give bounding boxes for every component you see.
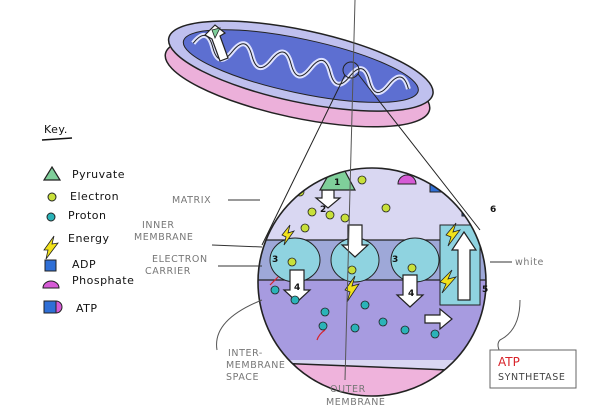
label-outer-membrane-1: OUTER <box>330 384 366 395</box>
label-electron-carrier-1: ELECTRON <box>152 254 208 265</box>
zoom-view <box>258 168 486 396</box>
energy-icon <box>43 235 59 260</box>
electrons <box>287 175 417 275</box>
label-inner-membrane-1: INNER <box>142 220 175 231</box>
step-3b: 3 <box>392 255 398 265</box>
label-atp: ATP <box>498 355 520 369</box>
label-inner-membrane-2: MEMBRANE <box>134 232 194 243</box>
label-matrix: MATRIX <box>172 195 211 206</box>
step-1: 1 <box>334 178 340 188</box>
label-intermembrane-2: MEMBRANE <box>226 360 286 371</box>
key-label-proton: Proton <box>68 209 106 222</box>
key-label-atp: ATP <box>76 302 98 315</box>
step-2: 2 <box>320 205 326 215</box>
atp-icon <box>43 300 63 314</box>
step-3: 3 <box>272 255 278 265</box>
pyruvate-icon <box>42 165 62 181</box>
protons <box>270 285 440 339</box>
electron-carriers <box>269 237 440 283</box>
label-intermembrane-1: INTER- <box>228 348 263 359</box>
key-title: Key. <box>44 123 68 136</box>
atp-synthetase-label: ATP SYNTHETASE <box>489 349 577 389</box>
phosphate-icon <box>42 280 60 289</box>
flow-arrows <box>282 189 478 331</box>
label-synthetase: SYNTHETASE <box>498 372 566 383</box>
key-label-electron: Electron <box>70 190 119 203</box>
key-label-energy: Energy <box>68 232 110 245</box>
electron-icon <box>47 192 57 202</box>
label-electron-carrier-2: CARRIER <box>145 266 191 277</box>
step-4b: 4 <box>408 289 414 299</box>
label-outer-membrane-2: MEMBRANE <box>326 397 386 408</box>
label-intermembrane-3: SPACE <box>226 372 259 383</box>
step-4: 4 <box>294 283 300 293</box>
step-5: 5 <box>482 285 488 295</box>
adp-icon <box>44 259 57 272</box>
entry-arrow-icon <box>204 24 229 62</box>
key: Key. Pyruvate Electron Proton Energy ADP… <box>41 123 134 315</box>
proton-icon <box>46 212 56 222</box>
key-label-pyruvate: Pyruvate <box>72 168 125 181</box>
step-numbers: 1 2 3 4 3 4 5 6 <box>272 178 496 299</box>
label-white: white <box>515 257 544 268</box>
key-label-adp: ADP <box>72 258 96 271</box>
energy-bolts <box>281 222 486 303</box>
mitochondrion <box>164 20 434 128</box>
key-label-phosphate: Phosphate <box>72 274 134 287</box>
step-6: 6 <box>490 205 496 215</box>
